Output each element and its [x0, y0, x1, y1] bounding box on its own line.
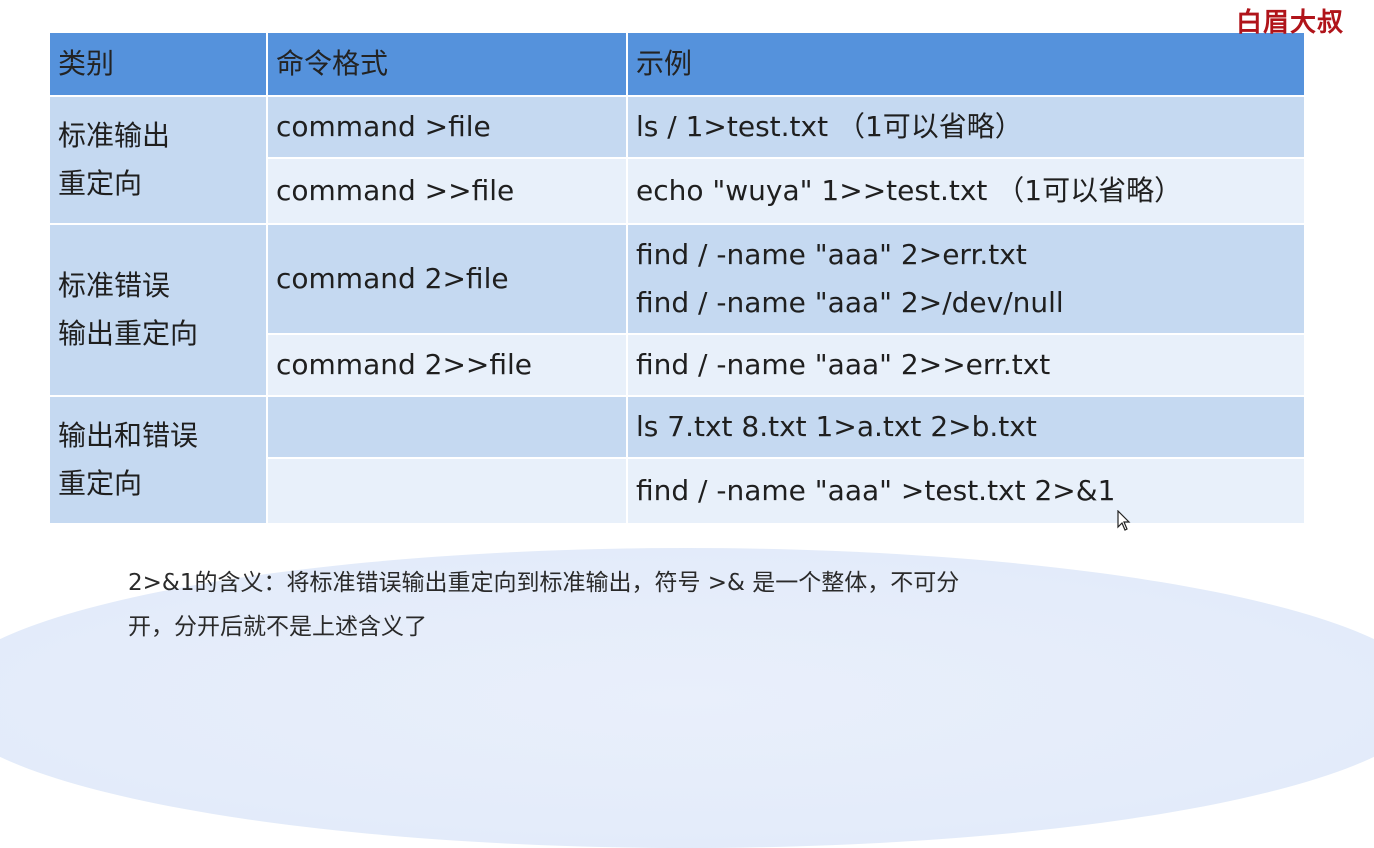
table-row: 标准错误 输出重定向 command 2>file find / -name "… [48, 223, 1306, 397]
category-line: 标准错误 [58, 269, 171, 302]
note-line: 开，分开后就不是上述含义了 [128, 614, 427, 640]
example-cell: echo "wuya" 1>>test.txt （1可以省略） [626, 157, 1306, 225]
example-line: find / -name "aaa" 2>err.txt [636, 238, 1027, 271]
command-cell [266, 457, 628, 525]
header-command-format: 命令格式 [266, 31, 628, 97]
category-line: 重定向 [58, 167, 143, 200]
header-example: 示例 [626, 31, 1306, 97]
table-row: 标准输出 重定向 command >file ls / 1>test.txt （… [48, 95, 1306, 225]
example-cell: find / -name "aaa" 2>err.txt find / -nam… [626, 223, 1306, 335]
command-cell [266, 395, 628, 459]
table-row: find / -name "aaa" >test.txt 2>&1 [49, 457, 1306, 525]
command-cell: command >file [266, 95, 628, 159]
note-line: 2>&1的含义：将标准错误输出重定向到标准输出，符号 >& 是一个整体，不可分 [128, 570, 960, 596]
example-cell: find / -name "aaa" 2>>err.txt [626, 333, 1306, 397]
category-line: 标准输出 [58, 119, 171, 152]
explanation-note: 2>&1的含义：将标准错误输出重定向到标准输出，符号 >& 是一个整体，不可分 … [128, 561, 1228, 649]
mouse-cursor-icon [1117, 510, 1131, 531]
redirection-table: 类别 命令格式 示例 标准输出 重定向 command >file ls / 1… [48, 31, 1306, 525]
example-line: find / -name "aaa" 2>/dev/null [636, 286, 1064, 319]
category-cell: 标准输出 重定向 [48, 95, 268, 225]
command-cell: command 2>>file [266, 333, 628, 397]
example-cell: ls / 1>test.txt （1可以省略） [626, 95, 1306, 159]
header-category: 类别 [48, 31, 268, 97]
category-cell: 输出和错误 重定向 [48, 395, 268, 525]
category-line: 输出和错误 [58, 419, 199, 452]
command-cell: command 2>file [266, 223, 628, 335]
table-row: command 2>>file find / -name "aaa" 2>>er… [49, 333, 1306, 397]
category-line: 重定向 [58, 467, 143, 500]
table-header-row: 类别 命令格式 示例 [48, 31, 1306, 97]
table-row: 输出和错误 重定向 ls 7.txt 8.txt 1>a.txt 2>b.txt [48, 395, 1306, 525]
table-row: command >>file echo "wuya" 1>>test.txt （… [49, 157, 1306, 225]
command-cell: command >>file [266, 157, 628, 225]
brand-logo-text: 白眉大叔 [1235, 8, 1344, 38]
category-line: 输出重定向 [58, 317, 199, 350]
example-cell: find / -name "aaa" >test.txt 2>&1 [626, 457, 1306, 525]
category-cell: 标准错误 输出重定向 [48, 223, 268, 397]
example-cell: ls 7.txt 8.txt 1>a.txt 2>b.txt [626, 395, 1306, 459]
